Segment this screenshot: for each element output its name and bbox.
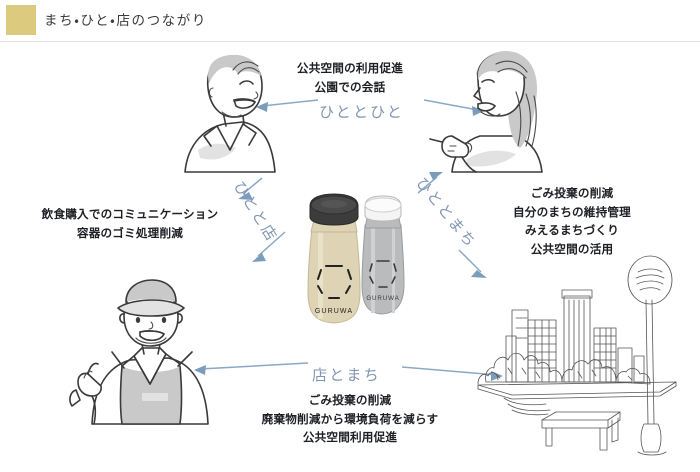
shopkeeper-illustration xyxy=(69,279,209,425)
cream-tumbler-brand: GURUWA xyxy=(315,308,353,315)
person-person-line-1: 公共空間の利用促進 xyxy=(296,62,404,75)
cityscape-illustration xyxy=(477,255,677,456)
person-person-line-2: 公園での会話 xyxy=(314,80,386,94)
title-color-swatch xyxy=(6,5,36,35)
person-person-axis-label: ひととひと xyxy=(319,104,405,121)
man-illustration xyxy=(184,54,276,173)
shop-town-text: ごみ投棄の削減 廃棄物削減から環境負荷を減らす 公共空間利用促進 xyxy=(225,392,475,448)
person-town-line-1: ごみ投棄の削減 xyxy=(530,187,614,200)
shop-town-line-1: ごみ投棄の削減 xyxy=(308,394,392,407)
header-divider xyxy=(0,41,700,42)
page-title: まち・ひと・店のつながり xyxy=(44,13,207,28)
person-town-text: ごみ投棄の削減 自分のまちの維持管理 みえるまちづくり 公共空間の活用 xyxy=(472,185,672,259)
shop-town-axis-label: 店とまち xyxy=(312,367,381,384)
person-shop-line-1: 飲食購入でのコミュニケーション xyxy=(41,208,219,221)
tumbler-steel: GURUWA xyxy=(361,195,405,315)
person-town-line-4: 公共空間の活用 xyxy=(530,242,614,256)
arrow-person-shop xyxy=(238,177,286,262)
arrow-person-town xyxy=(417,172,487,278)
person-town-line-2: 自分のまちの維持管理 xyxy=(513,205,631,219)
steel-tumbler-brand: GURUWA xyxy=(366,295,399,302)
person-shop-text: 飲食購入でのコミュニケーション 容器のゴミ処理削減 xyxy=(10,206,250,243)
arrow-person-person xyxy=(256,99,484,116)
shop-town-line-2: 廃棄物削減から環境負荷を減らす xyxy=(261,412,439,426)
person-shop-line-2: 容器のゴミ処理削減 xyxy=(76,226,184,240)
tumbler-cream: GURUWA xyxy=(307,193,361,324)
person-person-text: 公共空間の利用促進 公園での会話 xyxy=(243,60,457,97)
woman-illustration xyxy=(429,50,543,173)
person-town-line-3: みえるまちづくり xyxy=(524,224,619,237)
shop-town-line-3: 公共空間利用促進 xyxy=(302,431,398,444)
